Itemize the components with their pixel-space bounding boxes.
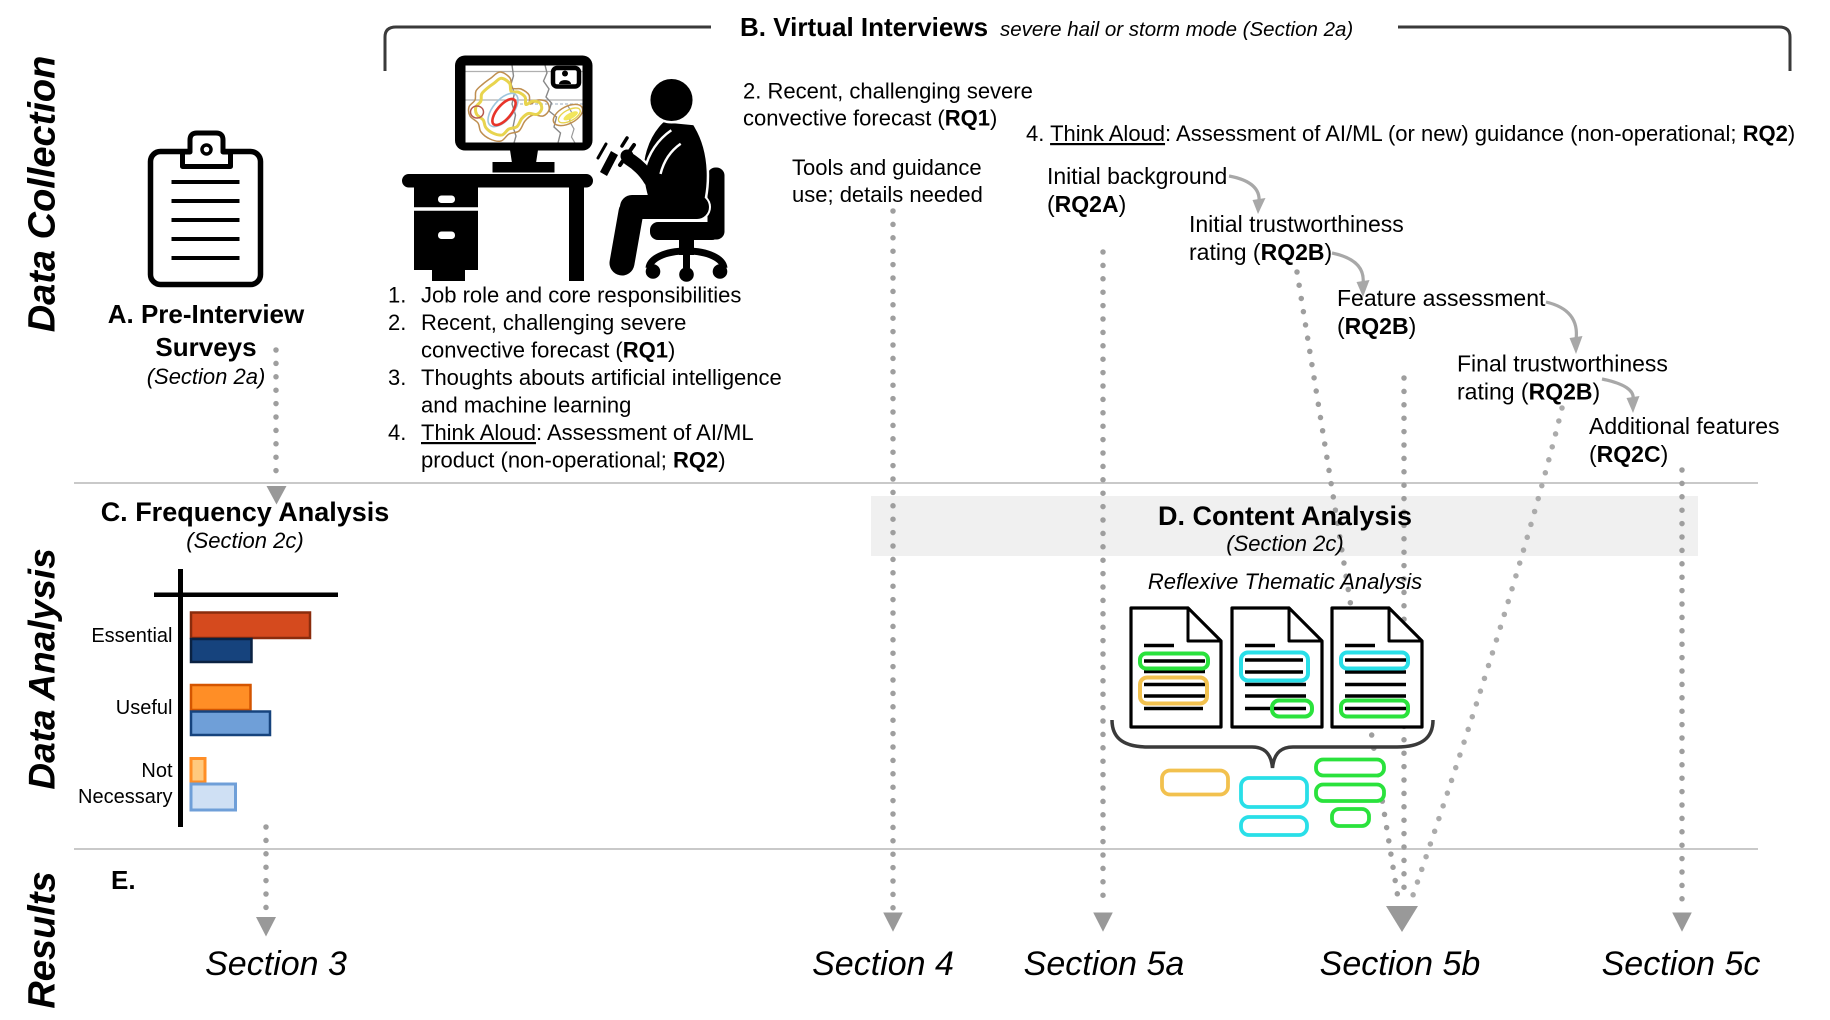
svg-text:Initial background: Initial background: [1047, 163, 1227, 189]
svg-text:Reflexive Thematic Analysis: Reflexive Thematic Analysis: [1148, 569, 1422, 594]
svg-text:Necessary: Necessary: [78, 786, 172, 808]
svg-text:severe hail or storm mode (Sec: severe hail or storm mode (Section 2a): [1000, 18, 1353, 41]
svg-text:and machine learning: and machine learning: [421, 393, 631, 418]
svg-text:Feature assessment: Feature assessment: [1337, 285, 1546, 311]
svg-text:E.: E.: [111, 865, 136, 895]
svg-text:Thoughts abouts artificial int: Thoughts abouts artificial intelligence: [421, 365, 782, 390]
svg-text:Results: Results: [22, 871, 64, 1008]
svg-text:Data Analysis: Data Analysis: [22, 548, 63, 789]
svg-text:Additional features: Additional features: [1589, 413, 1780, 439]
svg-text:2.: 2.: [388, 310, 406, 335]
svg-text:(RQ2C): (RQ2C): [1589, 441, 1668, 467]
svg-text:(Section 2a): (Section 2a): [147, 364, 266, 389]
svg-text:convective forecast (RQ1): convective forecast (RQ1): [421, 338, 675, 363]
svg-text:Think Aloud: Assessment of AI/: Think Aloud: Assessment of AI/ML: [421, 420, 754, 445]
svg-text:Section 5a: Section 5a: [1024, 945, 1185, 983]
svg-text:(Section 2c): (Section 2c): [1226, 531, 1343, 556]
svg-text:C. Frequency Analysis: C. Frequency Analysis: [101, 497, 390, 527]
svg-text:Surveys: Surveys: [155, 332, 256, 362]
svg-text:Final trustworthiness: Final trustworthiness: [1457, 351, 1668, 377]
svg-text:Not: Not: [141, 760, 173, 782]
svg-text:Data Collection: Data Collection: [22, 56, 64, 333]
svg-text:Section 5b: Section 5b: [1320, 945, 1481, 983]
svg-text:Section 4: Section 4: [812, 945, 954, 983]
svg-text:Section 5c: Section 5c: [1602, 945, 1761, 983]
svg-text:Recent, challenging severe: Recent, challenging severe: [421, 310, 686, 335]
svg-text:(Section 2c): (Section 2c): [186, 528, 303, 553]
svg-text:2. Recent, challenging severe: 2. Recent, challenging severe: [743, 79, 1033, 104]
svg-text:Useful: Useful: [116, 697, 173, 719]
svg-text:product (non-operational; RQ2): product (non-operational; RQ2): [421, 448, 726, 473]
svg-text:rating (RQ2B): rating (RQ2B): [1457, 379, 1600, 405]
svg-text:Initial trustworthiness: Initial trustworthiness: [1189, 211, 1404, 237]
svg-text:(RQ2A): (RQ2A): [1047, 191, 1126, 217]
svg-text:Job role and core responsibili: Job role and core responsibilities: [421, 283, 741, 308]
svg-text:(RQ2B): (RQ2B): [1337, 313, 1416, 339]
svg-text:Section 3: Section 3: [205, 945, 347, 983]
svg-text:rating (RQ2B): rating (RQ2B): [1189, 239, 1332, 265]
svg-text:Tools and guidance: Tools and guidance: [792, 155, 982, 180]
svg-text:4. Think Aloud: Assessment of: 4. Think Aloud: Assessment of AI/ML (or …: [1026, 121, 1795, 146]
svg-text:D. Content Analysis: D. Content Analysis: [1158, 501, 1412, 531]
svg-text:1.: 1.: [388, 283, 406, 308]
svg-text:use; details needed: use; details needed: [792, 182, 983, 207]
svg-text:3.: 3.: [388, 365, 406, 390]
svg-text:A. Pre-Interview: A. Pre-Interview: [108, 299, 305, 329]
svg-text:Essential: Essential: [91, 625, 172, 647]
svg-text:B. Virtual Interviews: B. Virtual Interviews: [740, 12, 988, 42]
svg-text:4.: 4.: [388, 420, 406, 445]
svg-text:convective forecast (RQ1): convective forecast (RQ1): [743, 106, 997, 131]
